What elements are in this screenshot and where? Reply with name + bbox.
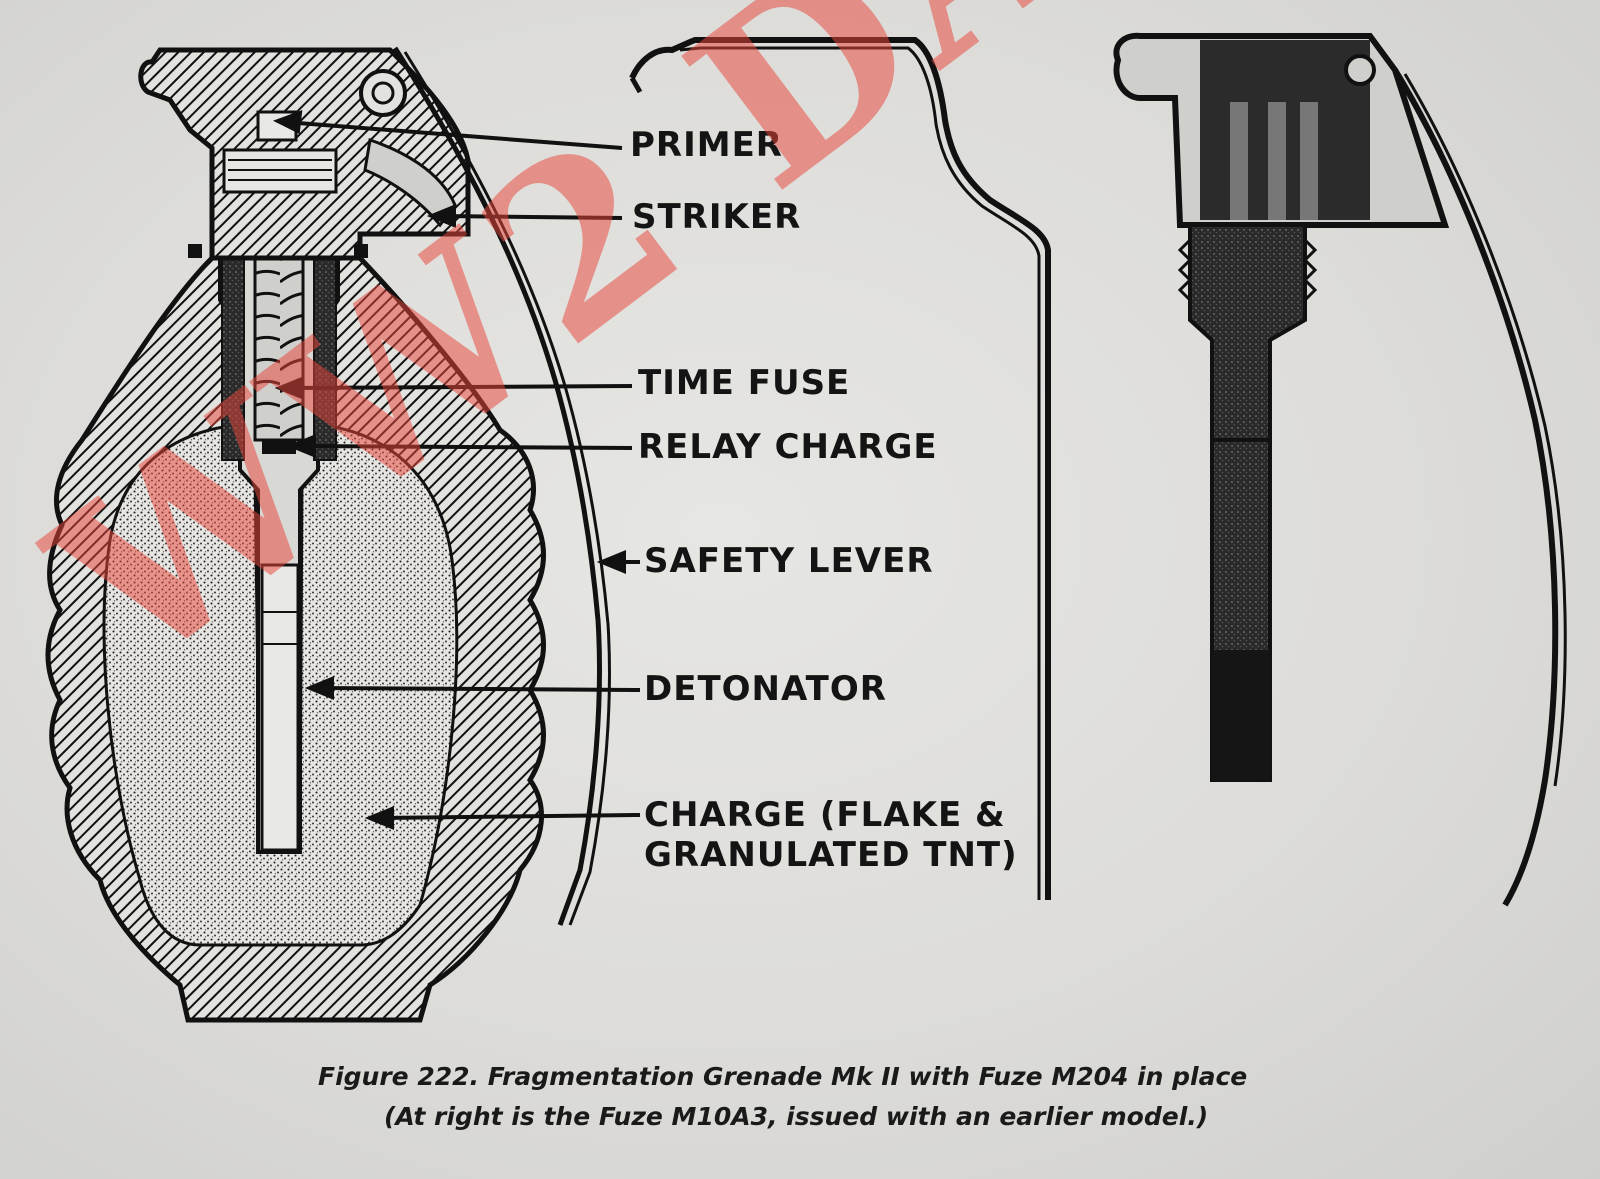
- m10a3-lever: [1392, 68, 1559, 907]
- detached-safety-lever: [629, 37, 1051, 900]
- label-charge-line1: CHARGE (FLAKE &: [644, 795, 1006, 835]
- label-striker: STRIKER: [632, 197, 802, 237]
- fuze-head: [138, 47, 471, 261]
- leader-lines: [272, 110, 641, 830]
- label-relay-charge: RELAY CHARGE: [638, 427, 938, 467]
- charge-leader: [377, 813, 641, 820]
- figure-caption-line2: (At right is the Fuze M10A3, issued with…: [384, 1102, 1209, 1131]
- safety-lever: [392, 46, 611, 926]
- figure-caption-line1: Figure 222. Fragmentation Grenade Mk II …: [318, 1062, 1248, 1091]
- explosive-charge: [102, 423, 459, 947]
- lever-pivot: [359, 69, 407, 117]
- label-primer: PRIMER: [630, 125, 783, 165]
- time-fuse-leader: [287, 384, 633, 390]
- label-detonator: DETONATOR: [644, 669, 887, 709]
- label-time-fuse: TIME FUSE: [638, 363, 851, 403]
- primer-leader: [284, 120, 623, 150]
- detonator-leader: [317, 686, 641, 692]
- relay-charge-element: [262, 440, 296, 454]
- label-safety-lever: SAFETY LEVER: [644, 541, 934, 581]
- fuze-m10a3: [1113, 32, 1567, 907]
- m10a3-threads: [1188, 223, 1307, 442]
- relay-charge-leader: [299, 444, 633, 450]
- label-charge-line2: GRANULATED TNT): [644, 835, 1018, 875]
- striker-leader: [439, 214, 623, 220]
